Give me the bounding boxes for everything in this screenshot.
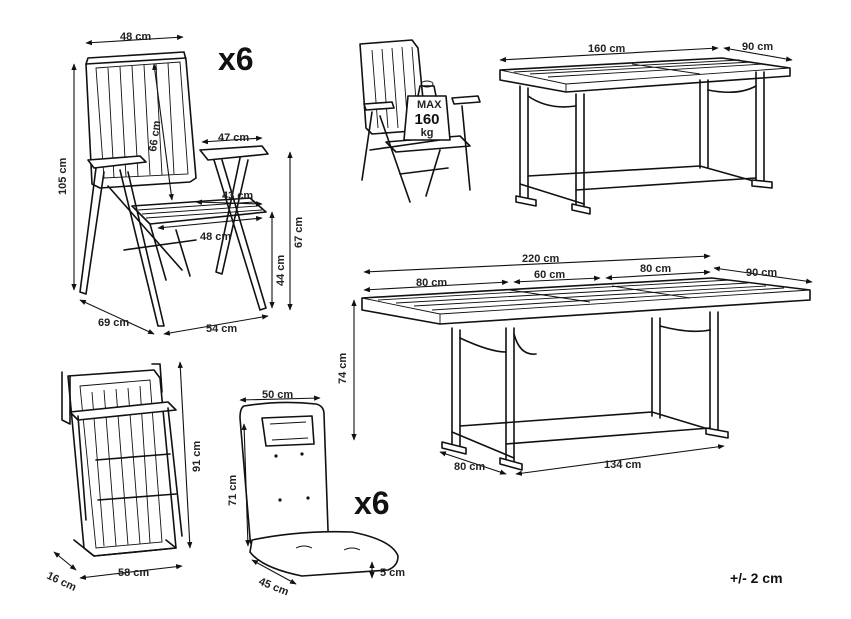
folded-chair-depth-label: 16 cm	[45, 570, 79, 594]
table-frame-depth-label: 80 cm	[454, 461, 485, 473]
folded-chair-drawing	[61, 363, 183, 557]
table-extended-drawing	[361, 277, 811, 471]
folded-chair-width-label: 58 cm	[118, 567, 149, 579]
table-right-section-label: 80 cm	[640, 263, 671, 275]
cushion-width-label: 50 cm	[262, 389, 293, 401]
chair-base-width-label: 54 cm	[206, 323, 237, 335]
chair-armrest-width-label: 47 cm	[218, 132, 249, 144]
table-frame-length-label: 134 cm	[604, 459, 642, 471]
cushion-quantity-label: x6	[354, 485, 390, 521]
chair-height-label: 105 cm	[57, 157, 69, 195]
table-height-label: 74 cm	[337, 353, 349, 384]
chair-quantity-label: x6	[218, 41, 254, 77]
chair-load-drawing	[359, 39, 481, 203]
chair-back-height-label: 66 cm	[147, 120, 163, 153]
chair-seat-width-label: 48 cm	[200, 231, 231, 243]
table-extended-dimensions	[351, 253, 813, 476]
chair-dimensions	[71, 34, 293, 336]
chair-arm-height-label: 67 cm	[293, 217, 305, 248]
cushion-seat-depth-label: 45 cm	[257, 576, 291, 599]
tolerance-note: +/- 2 cm	[730, 570, 783, 586]
folded-chair-height-label: 91 cm	[191, 441, 203, 472]
chair-width-top-label: 48 cm	[120, 31, 151, 43]
table-closed-drawing	[499, 57, 791, 215]
table-closed-length-label: 160 cm	[588, 43, 626, 55]
load-max-label: MAX	[417, 99, 442, 111]
table-closed-width-label: 90 cm	[742, 41, 773, 53]
cushion-thickness-label: 5 cm	[380, 567, 405, 579]
load-value-label: 160	[414, 111, 439, 128]
chair-seat-depth-label: 43 cm	[222, 190, 253, 202]
table-middle-section-label: 60 cm	[534, 269, 565, 281]
load-unit-label: kg	[421, 127, 434, 139]
chair-seat-height-label: 44 cm	[275, 255, 287, 286]
cushion-height-label: 71 cm	[227, 475, 239, 506]
chair-depth-label: 69 cm	[98, 317, 129, 329]
table-left-section-label: 80 cm	[416, 277, 447, 289]
chair-drawing	[79, 51, 269, 327]
table-extended-width-label: 90 cm	[746, 267, 777, 279]
table-total-length-label: 220 cm	[522, 253, 560, 265]
